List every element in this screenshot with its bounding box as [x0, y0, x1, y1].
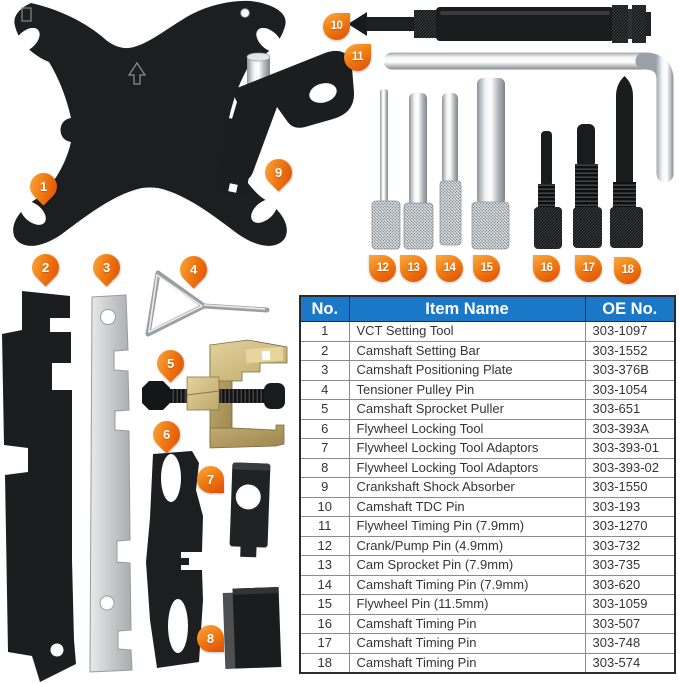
tool-11-flywheel-timing-pin	[383, 52, 674, 183]
tool-2-camshaft-setting-bar	[2, 291, 76, 682]
tool-8-flywheel-locking-adaptor	[222, 587, 282, 669]
tool-4-tensioner-pulley-pin	[145, 270, 270, 337]
oval-hole	[309, 83, 337, 103]
tool-10-camshaft-tdc-pin	[348, 5, 651, 43]
marker-15: 15	[473, 255, 500, 282]
table-header-row: No. Item Name OE No.	[299, 295, 676, 322]
marker-8: 8	[197, 625, 224, 652]
arrow-up-icon	[127, 61, 147, 85]
tool-9-crankshaft-shock-absorber	[215, 50, 355, 198]
marker-18: 18	[614, 257, 641, 284]
tool-12-crank-pump-pin	[371, 89, 401, 250]
alignment-hole	[240, 8, 250, 18]
tool-15-flywheel-pin	[471, 78, 510, 250]
tool-17-camshaft-timing-pin	[573, 124, 602, 248]
tool-3-camshaft-positioning-plate	[89, 294, 133, 673]
header-no: No.	[299, 295, 350, 322]
bar-hole	[50, 643, 64, 657]
marker-12: 12	[369, 255, 396, 282]
tool-16-camshaft-timing-pin	[534, 131, 562, 249]
marker-17: 17	[575, 255, 602, 282]
marker-7: 7	[197, 466, 224, 493]
tool-6-flywheel-locking-tool	[146, 451, 203, 668]
header-item: Item Name	[348, 295, 586, 322]
marker-10: 10	[323, 13, 350, 40]
tool-7-flywheel-locking-adaptor	[229, 462, 271, 558]
header-oe: OE No.	[584, 295, 676, 322]
marker-14: 14	[436, 255, 463, 282]
tool-18-camshaft-timing-pin	[610, 76, 643, 248]
marker-13: 13	[400, 255, 427, 282]
tool-13-cam-sprocket-pin	[403, 93, 434, 250]
etched-rectangle-mark	[21, 7, 32, 22]
marker-11: 11	[344, 44, 371, 71]
tool-14-camshaft-timing-pin	[439, 93, 462, 246]
marker-16: 16	[533, 255, 560, 282]
tool-5-camshaft-sprocket-puller	[142, 339, 288, 449]
